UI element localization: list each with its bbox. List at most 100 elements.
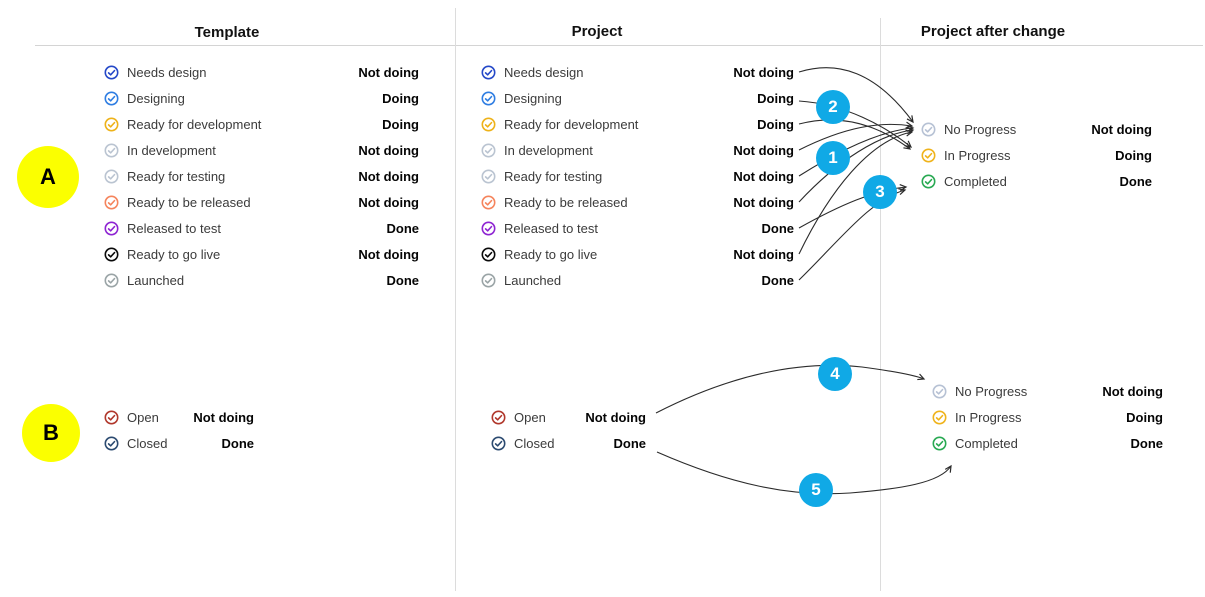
header-underline (35, 45, 1203, 46)
check-circle-icon (104, 436, 119, 451)
status-mapping-value: Not doing (358, 246, 419, 262)
status-row: Ready to go live Not doing (104, 241, 419, 267)
status-label: In development (127, 142, 216, 158)
callout-1-badge: 1 (816, 141, 850, 175)
status-label: In Progress (955, 409, 1022, 425)
status-mapping-value: Done (221, 435, 255, 451)
status-label: Ready to go live (127, 246, 221, 262)
check-circle-icon (491, 410, 506, 425)
status-row: Closed Done (491, 430, 646, 456)
status-mapping-value: Done (761, 220, 795, 236)
check-circle-icon (104, 91, 119, 106)
status-mapping-value: Doing (757, 90, 794, 106)
check-circle-icon (481, 247, 496, 262)
check-circle-icon (481, 65, 496, 80)
status-label: Ready for testing (127, 168, 226, 184)
status-row: Closed Done (104, 430, 254, 456)
project-after-divider (880, 18, 881, 591)
status-mapping-value: Not doing (358, 64, 419, 80)
status-label: Launched (127, 272, 185, 288)
status-row: Designing Doing (104, 85, 419, 111)
check-circle-icon (491, 436, 506, 451)
status-label: Needs design (504, 64, 584, 80)
template-column-header: Template (194, 24, 260, 41)
check-circle-icon (104, 410, 119, 425)
status-mapping-value: Done (761, 272, 795, 288)
status-mapping-value: Not doing (358, 168, 419, 184)
after-change-status-list-b: No Progress Not doing In Progress Doing … (932, 378, 1163, 456)
check-circle-icon (104, 273, 119, 288)
status-label: Ready to be released (504, 194, 628, 210)
check-circle-icon (481, 221, 496, 236)
status-label: Designing (504, 90, 562, 106)
mapping-arrow-ready-for-development-to-in-progress (798, 119, 910, 149)
section-a-marker: A (17, 146, 79, 208)
status-row: Launched Done (481, 267, 794, 293)
status-row: In Progress Doing (932, 404, 1163, 430)
status-mapping-value: Not doing (733, 194, 794, 210)
check-circle-icon (481, 91, 496, 106)
status-row: Released to test Done (104, 215, 419, 241)
status-label: No Progress (944, 121, 1017, 137)
status-label: Ready for development (504, 116, 639, 132)
status-mapping-value: Not doing (733, 246, 794, 262)
check-circle-icon (104, 247, 119, 262)
check-circle-icon (932, 436, 947, 451)
template-project-divider (455, 8, 456, 591)
status-label: In development (504, 142, 593, 158)
project-status-list-b: Open Not doing Closed Done (491, 404, 646, 456)
check-circle-icon (104, 143, 119, 158)
status-label: Open (514, 409, 546, 425)
status-row: Needs design Not doing (104, 59, 419, 85)
project-after-change-column-header: Project after change (920, 23, 1066, 40)
status-label: Open (127, 409, 159, 425)
status-row: Open Not doing (491, 404, 646, 430)
status-label: Completed (944, 173, 1007, 189)
status-row: Ready for development Doing (104, 111, 419, 137)
callout-4-badge: 4 (818, 357, 852, 391)
status-label: In Progress (944, 147, 1011, 163)
status-row: Open Not doing (104, 404, 254, 430)
mapping-arrow-open-to-no-progress (655, 364, 924, 414)
status-row: Completed Done (932, 430, 1163, 456)
status-row: Completed Done (921, 168, 1152, 194)
status-row: Released to test Done (481, 215, 794, 241)
status-mapping-value: Not doing (733, 168, 794, 184)
callout-2-badge: 2 (816, 90, 850, 124)
template-status-list-a: Needs design Not doing Designing Doing R… (104, 59, 419, 293)
check-circle-icon (104, 65, 119, 80)
check-circle-icon (481, 117, 496, 132)
status-mapping-value: Doing (757, 116, 794, 132)
status-mapping-value: Not doing (733, 142, 794, 158)
check-circle-icon (104, 195, 119, 210)
callout-5-badge: 5 (799, 473, 833, 507)
check-circle-icon (932, 410, 947, 425)
check-circle-icon (481, 169, 496, 184)
status-row: Designing Doing (481, 85, 794, 111)
status-row: Ready for testing Not doing (481, 163, 794, 189)
status-mapping-value: Not doing (358, 194, 419, 210)
status-row: Ready to be released Not doing (104, 189, 419, 215)
status-row: In development Not doing (104, 137, 419, 163)
status-label: Closed (127, 435, 168, 451)
status-row: In Progress Doing (921, 142, 1152, 168)
status-row: Ready for testing Not doing (104, 163, 419, 189)
status-label: Released to test (127, 220, 221, 236)
status-mapping-value: Not doing (358, 142, 419, 158)
status-mapping-value: Done (1119, 173, 1153, 189)
check-circle-icon (481, 273, 496, 288)
status-label: Ready to go live (504, 246, 598, 262)
status-label: No Progress (955, 383, 1028, 399)
section-b-marker: B (22, 404, 80, 462)
status-mapping-value: Done (386, 272, 420, 288)
status-row: Needs design Not doing (481, 59, 794, 85)
status-row: Ready to be released Not doing (481, 189, 794, 215)
check-circle-icon (481, 143, 496, 158)
status-label: Needs design (127, 64, 207, 80)
template-status-list-b: Open Not doing Closed Done (104, 404, 254, 456)
status-row: Launched Done (104, 267, 419, 293)
status-label: Ready for testing (504, 168, 603, 184)
status-label: Closed (514, 435, 555, 451)
status-mapping-value: Doing (1126, 409, 1163, 425)
